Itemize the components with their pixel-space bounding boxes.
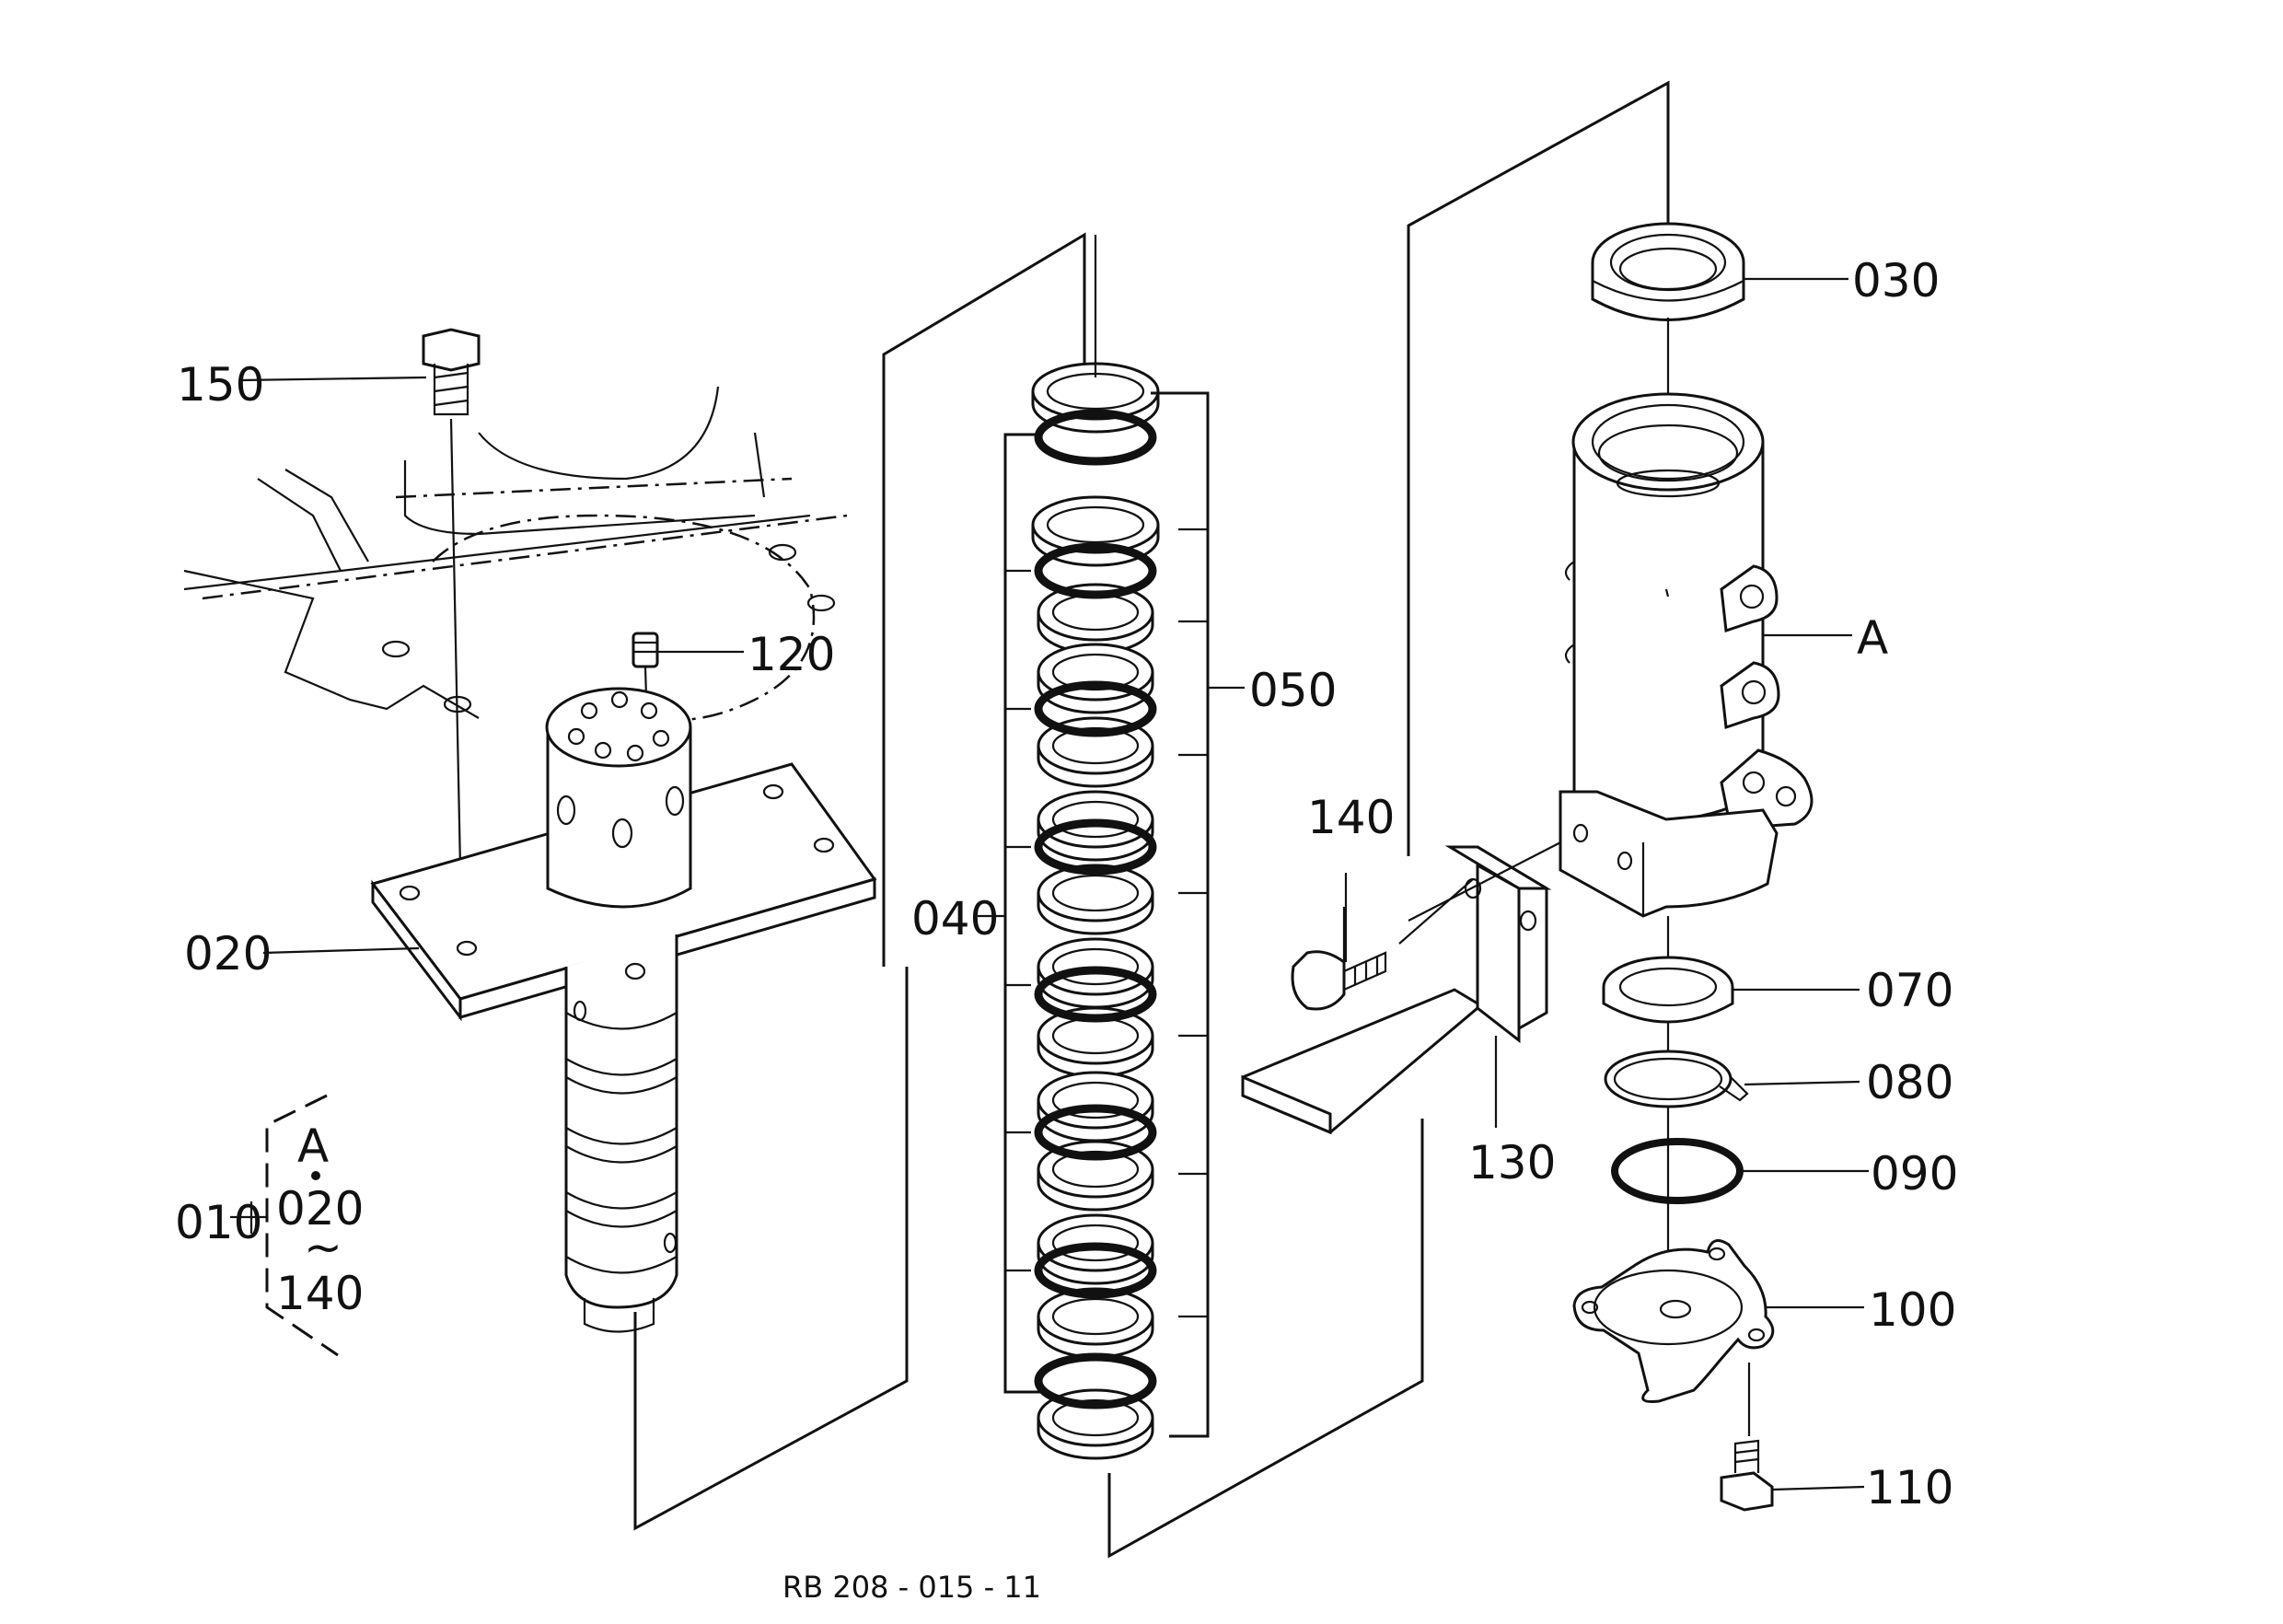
rotor-assembly-020 [370,687,909,1531]
backup-ring-bore [1046,505,1145,544]
o-ring [1034,818,1157,876]
label-090: 090 [1871,1147,1958,1201]
backup-ring-bore [1051,1398,1140,1437]
label-030: 030 [1852,254,1940,307]
label-130: 130 [1468,1136,1556,1189]
backup-ring-bore [1051,874,1140,912]
label-110: 110 [1866,1461,1953,1514]
bracket-040 [1003,433,1040,1394]
label-020: 020 [184,927,272,980]
backup-ring-bore [1051,1224,1140,1262]
o-ring [1034,1242,1157,1299]
label-A: A [1857,611,1888,665]
label-010: 010 [175,1196,262,1249]
snap-ring-080 [1604,1050,1749,1108]
part-labels: 150 120 020 010 A 020 ~ 140 040 050 140 … [175,254,1958,1605]
bolt-140 [1291,907,1387,1011]
chassis-outline [183,386,848,722]
seal-030 [1591,222,1745,451]
o-ring [1034,966,1157,1023]
bracket-040-ticks [1005,569,1031,1272]
backup-ring-bore [1051,1081,1140,1119]
label-group-to: 140 [276,1267,364,1320]
backup-ring-bore [1051,800,1140,839]
cover-100 [1572,1239,1775,1436]
seal-kit-frame-bottom [1107,1119,1424,1559]
backup-ring-bore [1051,947,1140,986]
label-group-top: A [297,1119,329,1173]
backup-ring-bore [1051,726,1140,765]
drawing-code: RB 208 - 015 - 11 [782,1570,1041,1605]
o-ring [1034,409,1157,466]
label-120: 120 [747,628,835,681]
assembly-group-010 [230,1094,339,1357]
o-ring [1034,1352,1157,1409]
o-ring [1034,1104,1157,1161]
label-050: 050 [1249,664,1337,717]
backup-ring-bore [1051,653,1140,691]
bracket-050-ticks [1178,528,1208,1318]
housing-A [1559,392,1814,1270]
bolt-110 [1720,1439,1774,1512]
o-ring [1034,542,1157,599]
washer-070 [1602,956,1734,1024]
bracket-130 [1241,845,1552,1135]
label-group-range: ~ [304,1221,342,1274]
backup-ring-bore [1051,1297,1140,1336]
leader-lines [240,277,1869,1491]
label-150: 150 [177,358,264,412]
backup-ring-bore [1051,1150,1140,1189]
label-140: 140 [1307,791,1395,844]
o-ring-090 [1611,1138,1744,1204]
label-080: 080 [1866,1056,1953,1109]
label-040: 040 [911,892,999,945]
bracket-050 [1151,391,1210,1438]
o-ring [1034,680,1157,737]
label-070: 070 [1866,964,1953,1017]
seal-kit-frame-left [882,232,1086,967]
label-100: 100 [1869,1283,1956,1337]
main-frame-right [1407,80,1670,856]
label-group-from: 020 [276,1182,364,1235]
seal-ring-stack [1031,235,1160,1460]
